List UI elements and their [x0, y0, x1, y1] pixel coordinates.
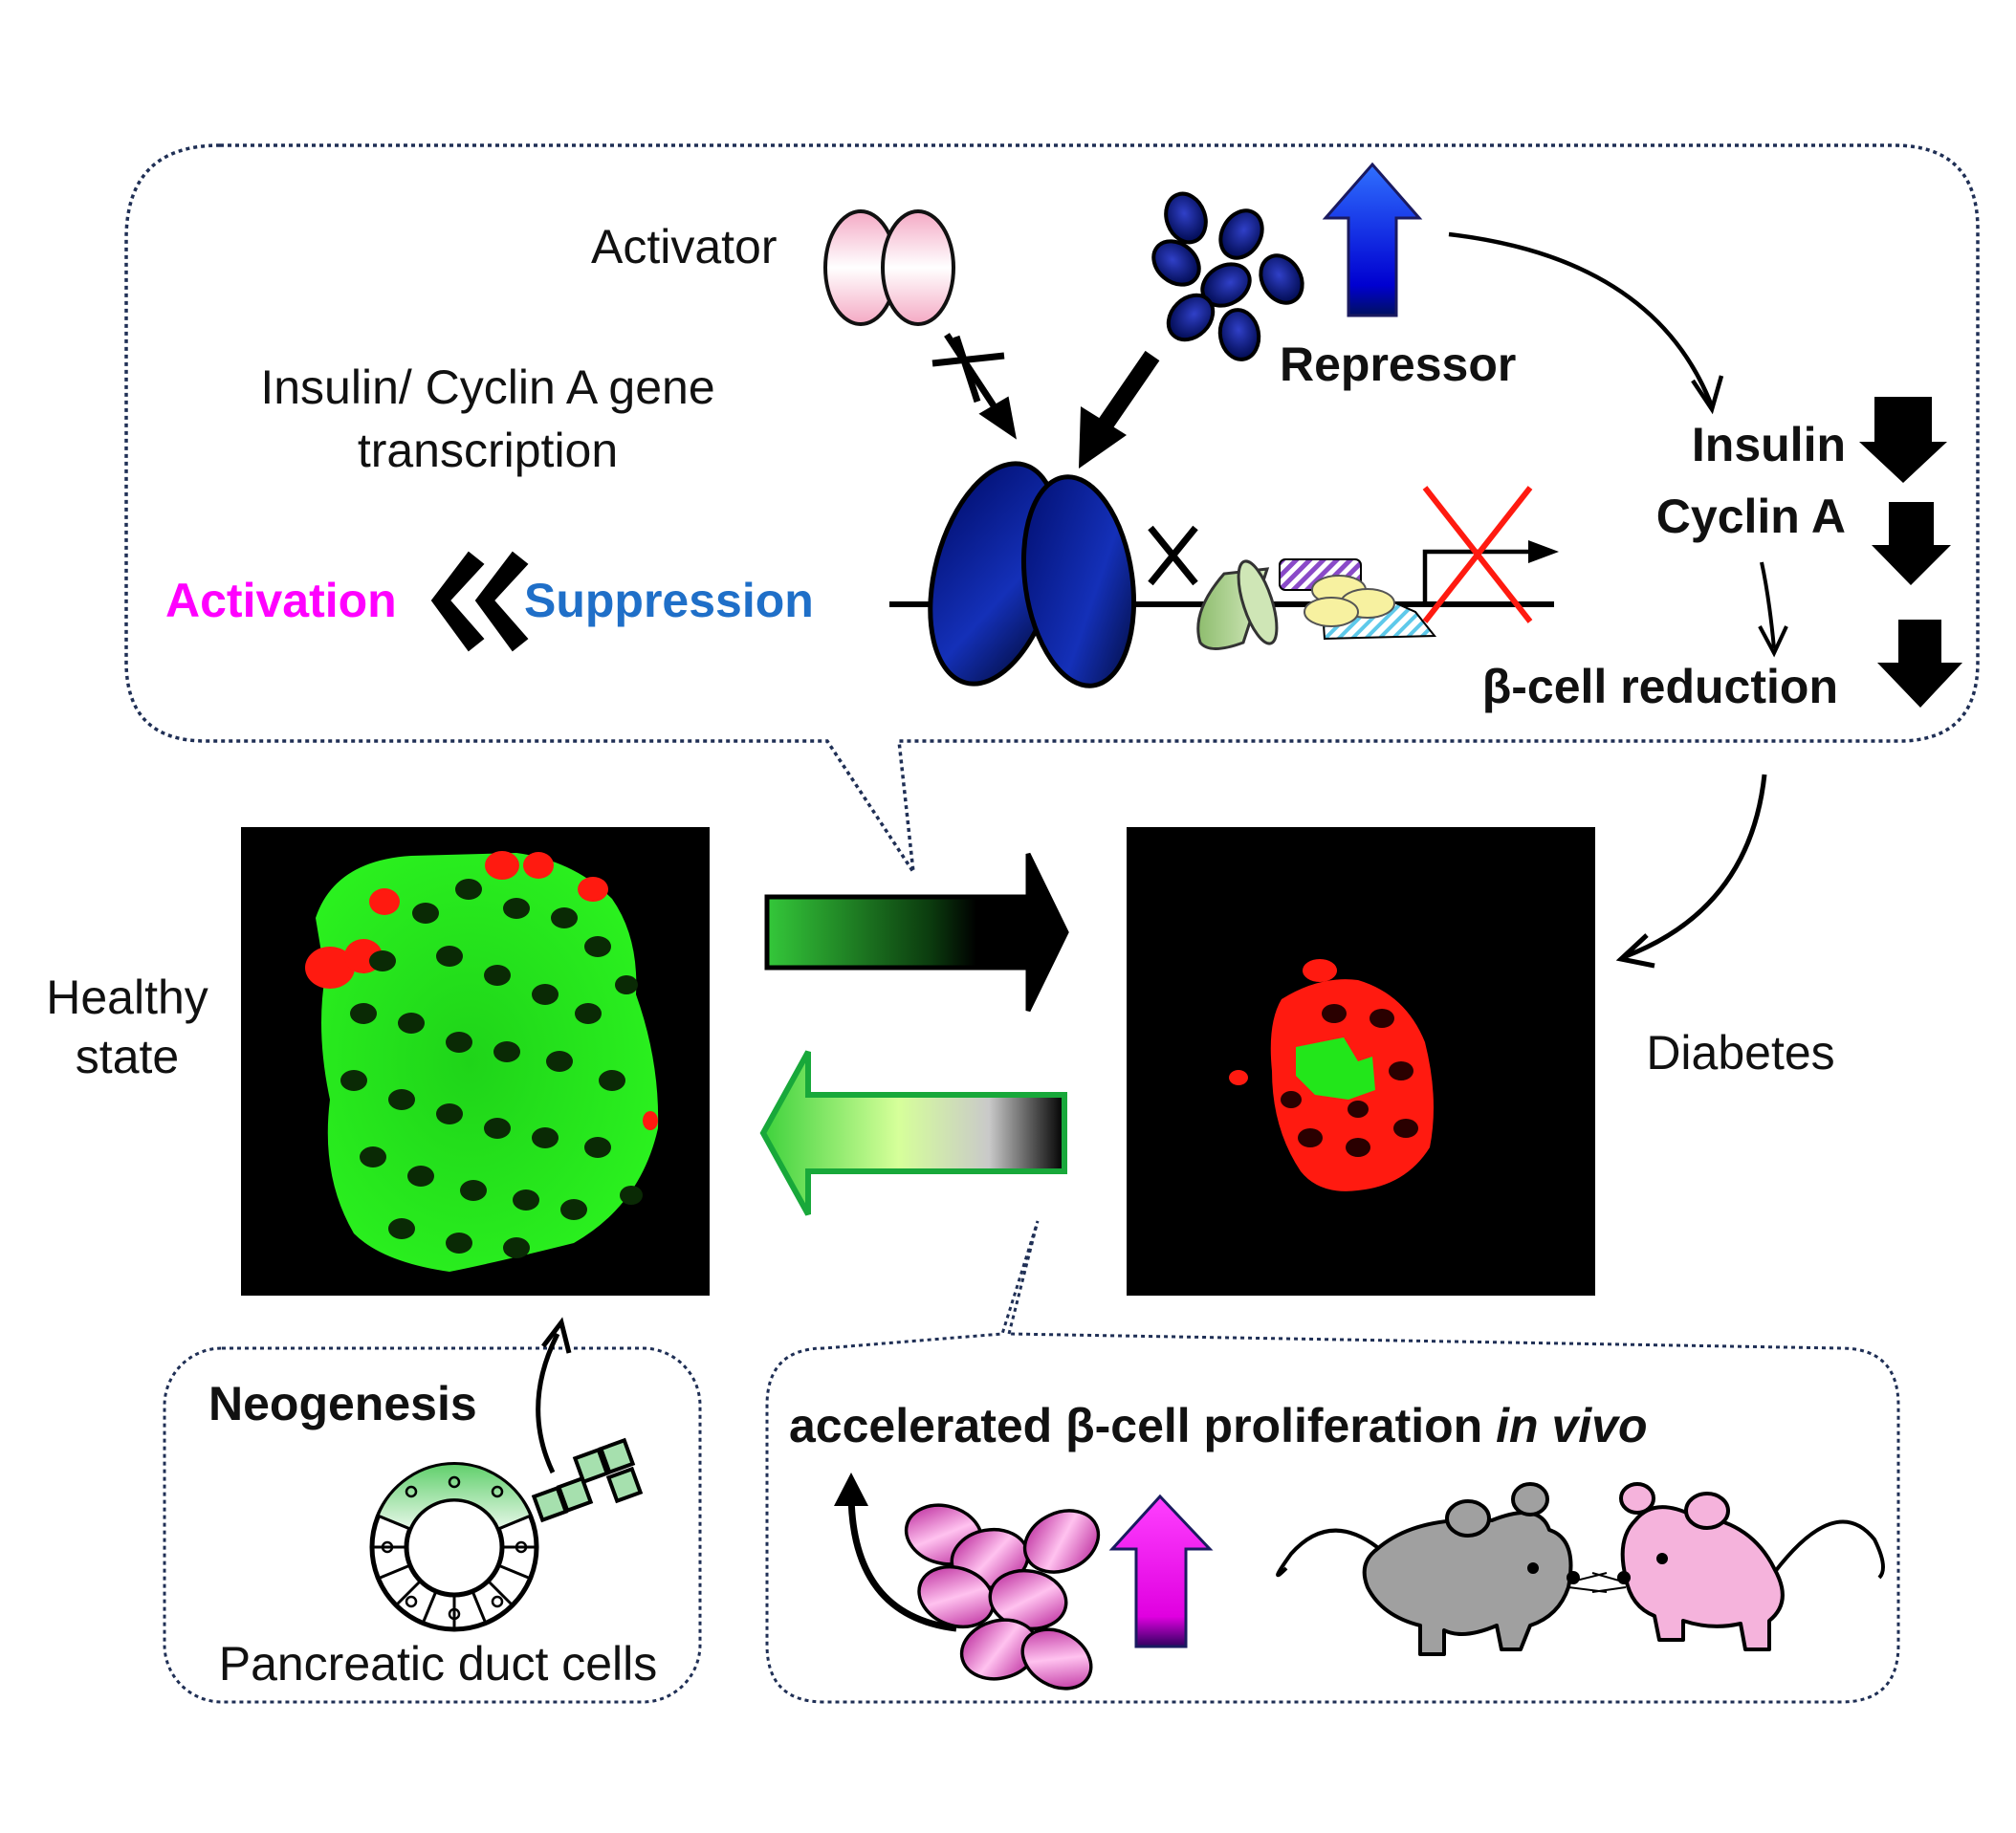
islet-nuclei: [340, 879, 643, 1258]
pancreatic-duct-icon: [369, 1437, 644, 1632]
neogenesis-arrow: [536, 1332, 560, 1474]
proliferation-callout-border: [765, 1220, 1900, 1704]
neogenesis-box: [163, 1346, 702, 1704]
cyclin-a-decrease-arrow-icon: [1872, 502, 1951, 585]
curved-arrow-to-insulin: [1448, 231, 1715, 407]
backward-recovery-arrow-icon: [759, 1050, 1067, 1216]
beta-cell-decrease-arrow-icon: [1877, 620, 1962, 708]
insulin-decrease-arrow-icon: [1859, 397, 1947, 483]
decrease-arrow-icons: [1859, 397, 1962, 708]
activator-dimer-icon: [823, 209, 955, 326]
activator-cluster-icon: [904, 1503, 1101, 1691]
diabetic-islet-image: [1127, 827, 1595, 1296]
small-arrow-to-beta-reduction: [1760, 561, 1776, 649]
transcription-label-line2: transcription: [358, 424, 618, 477]
beta-cell-reduction-label: β-cell reduction: [1482, 660, 1838, 713]
pancreatic-duct-label: Pancreatic duct cells: [219, 1637, 658, 1691]
healthy-label-line1: Healthy: [46, 971, 208, 1024]
activator-label: Activator: [591, 220, 778, 273]
activator-increase-arrow-icon: [1108, 1494, 1214, 1648]
activation-label: Activation: [165, 574, 397, 627]
top-callout-border: [124, 143, 1980, 873]
gray-mouse-icon: [1276, 1482, 1608, 1656]
proliferation-label: accelerated β-cell proliferation in vivo: [789, 1399, 1648, 1452]
healthy-islet-image: [241, 827, 710, 1296]
transcription-label-line1: Insulin/ Cyclin A gene: [260, 360, 714, 414]
repressor-binding-arrow-icon: [1079, 350, 1160, 469]
dna-promoter-icon: [889, 461, 1559, 688]
neogenesis-label: Neogenesis: [208, 1377, 477, 1430]
repressor-label: Repressor: [1280, 338, 1516, 391]
forward-disease-arrow-icon: [764, 852, 1069, 1013]
proliferation-curved-arrow: [847, 1491, 957, 1632]
curved-arrow-to-diabetes: [1625, 774, 1767, 959]
insulin-label: Insulin: [1692, 418, 1846, 471]
repressor-cluster-icon: [1151, 191, 1304, 361]
cyclin-a-label: Cyclin A: [1656, 490, 1846, 543]
pink-mouse-icon: [1591, 1482, 1885, 1651]
healthy-label-line2: state: [76, 1030, 179, 1083]
blocked-activation-arrow-icon: [931, 333, 1017, 440]
repressor-increase-arrow-icon: [1322, 162, 1423, 317]
suppression-label: Suppression: [524, 574, 814, 627]
double-chevron-icon: [430, 551, 529, 652]
diabetes-label: Diabetes: [1646, 1026, 1834, 1080]
